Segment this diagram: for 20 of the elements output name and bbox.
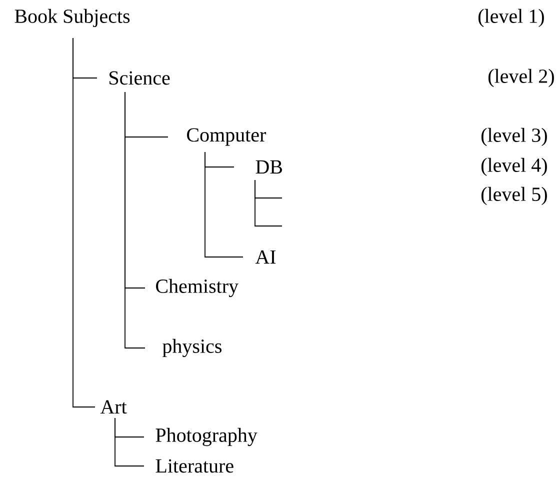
level-label: (level 4) <box>482 158 547 176</box>
tree-item: Computer <box>187 128 266 146</box>
tree-item: Science <box>110 71 170 85</box>
level-label: (level 2) <box>488 68 554 88</box>
level-label: (level 5) <box>482 186 547 206</box>
tree-item: AI <box>255 250 276 264</box>
tree-connector <box>204 152 244 258</box>
tree-connector <box>124 92 146 348</box>
tree-item: Book Subjects <box>14 8 130 28</box>
tree-connector <box>114 418 144 466</box>
level-label: (level 3) <box>482 128 547 146</box>
tree-item: DB <box>256 160 282 174</box>
tree-connector <box>254 180 282 226</box>
tree-connector <box>72 38 96 408</box>
level-label: (level 1) <box>478 8 544 28</box>
tree-item: Chemistry <box>156 278 238 298</box>
tree-item: Art <box>100 400 127 414</box>
tree-item: physics <box>162 338 222 358</box>
tree-item: Photography <box>156 428 258 446</box>
tree-item: Literature <box>156 459 234 473</box>
